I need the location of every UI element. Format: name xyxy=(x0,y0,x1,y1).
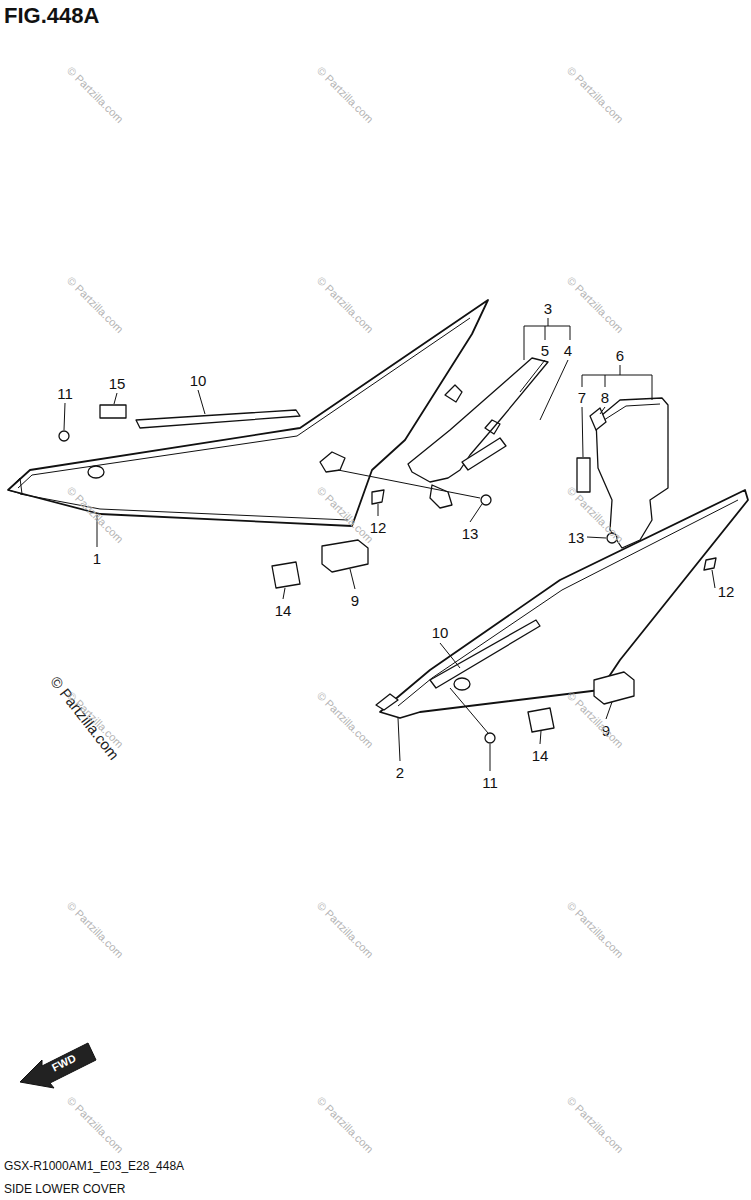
callout-number: 1 xyxy=(93,551,101,566)
callout-number: 7 xyxy=(578,390,586,405)
callout-number: 11 xyxy=(482,775,498,790)
watermark: © Partzilla.com xyxy=(315,690,375,750)
callout-number: 10 xyxy=(432,625,449,640)
watermark: © Partzilla.com xyxy=(565,275,625,335)
watermark: © Partzilla.com xyxy=(565,65,625,125)
callout-number: 6 xyxy=(616,348,624,363)
callout-number: 10 xyxy=(190,373,207,388)
callout-number: 14 xyxy=(532,748,549,763)
callout-number: 2 xyxy=(396,765,404,780)
watermark: © Partzilla.com xyxy=(65,275,125,335)
callout-number: 3 xyxy=(544,301,552,316)
callout-number: 5 xyxy=(541,343,549,358)
callout-number: 13 xyxy=(568,530,585,545)
watermark: © Partzilla.com xyxy=(315,275,375,335)
watermark: © Partzilla.com xyxy=(315,65,375,125)
callout-number: 4 xyxy=(564,343,572,358)
callout-number: 11 xyxy=(57,386,73,401)
callout-number: 15 xyxy=(109,376,126,391)
callout-number: 12 xyxy=(370,520,387,535)
callout-number: 12 xyxy=(718,584,735,599)
callout-number: 8 xyxy=(601,390,609,405)
figure-caption: SIDE LOWER COVER xyxy=(4,1182,125,1196)
watermark: © Partzilla.com xyxy=(565,900,625,960)
watermark: © Partzilla.com xyxy=(565,1095,625,1155)
callout-number: 9 xyxy=(351,593,359,608)
figure-title: FIG.448A xyxy=(4,3,99,29)
figure-code: GSX-R1000AM1_E03_E28_448A xyxy=(4,1160,184,1172)
watermark: © Partzilla.com xyxy=(65,65,125,125)
watermark: © Partzilla.com xyxy=(315,1095,375,1155)
callout-number: 14 xyxy=(275,603,292,618)
watermark: © Partzilla.com xyxy=(65,1095,125,1155)
callout-number: 13 xyxy=(462,526,479,541)
watermark: © Partzilla.com xyxy=(315,900,375,960)
watermark: © Partzilla.com xyxy=(65,900,125,960)
